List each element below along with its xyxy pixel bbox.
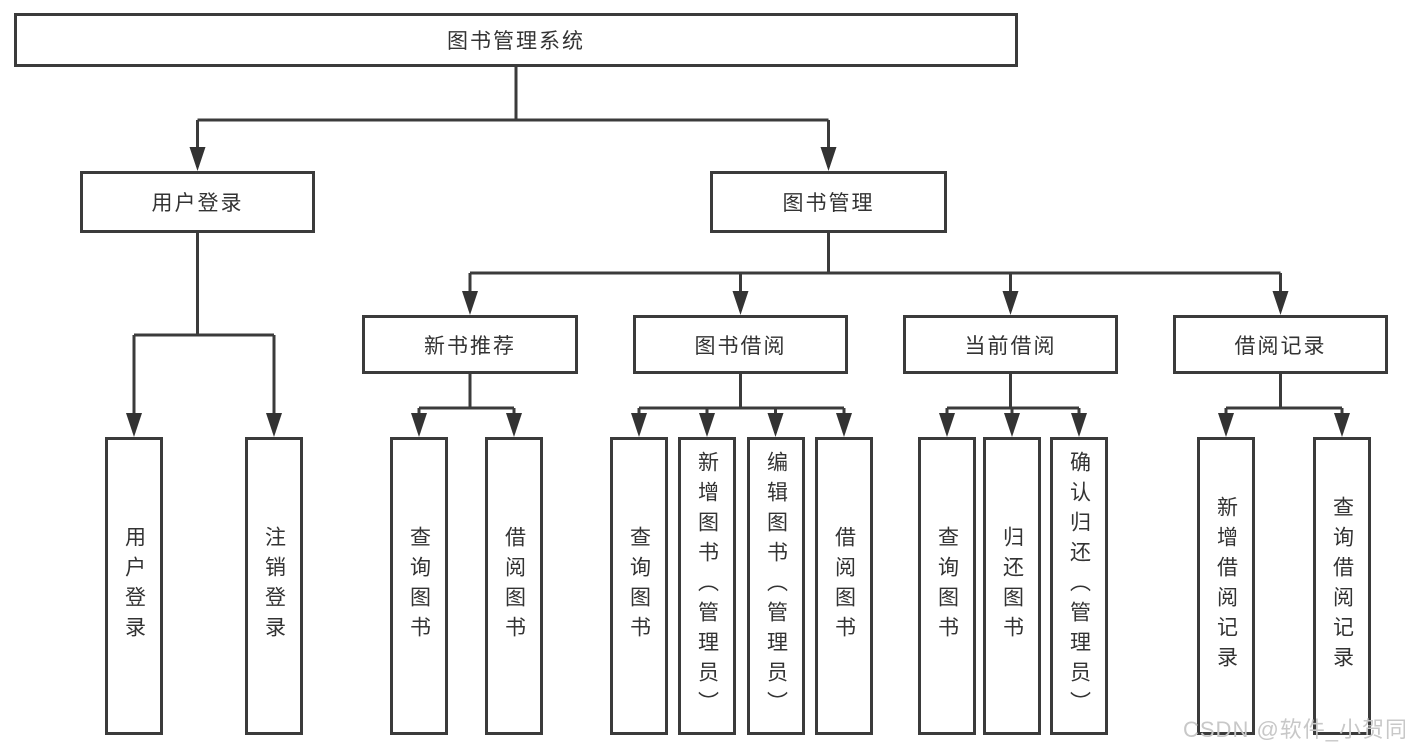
leaf-borrow-books: 借阅图书 — [815, 437, 873, 735]
node-library-management-system: 图书管理系统 — [14, 13, 1018, 67]
leaf-query-borrow-record: 查询借阅记录 — [1313, 437, 1371, 735]
leaf-edit-books-admin: 编辑图书（管理员） — [747, 437, 805, 735]
leaf-label: 查询图书 — [627, 526, 651, 646]
leaf-label: 确认归还（管理员） — [1067, 451, 1091, 721]
leaf-label: 查询图书 — [407, 526, 431, 646]
leaf-label: 用户登录 — [122, 526, 146, 646]
leaf-label: 查询图书 — [935, 526, 959, 646]
node-borrowing-records: 借阅记录 — [1173, 315, 1388, 374]
leaf-return-books: 归还图书 — [983, 437, 1041, 735]
leaf-label: 借阅图书 — [502, 526, 526, 646]
node-new-book-recommendation: 新书推荐 — [362, 315, 578, 374]
leaf-label: 归还图书 — [1000, 526, 1024, 646]
leaf-label: 新增图书（管理员） — [695, 451, 719, 721]
leaf-recommend-borrow-books: 借阅图书 — [485, 437, 543, 735]
node-current-borrowing: 当前借阅 — [903, 315, 1118, 374]
node-user-login: 用户登录 — [80, 171, 315, 233]
leaf-add-borrow-record: 新增借阅记录 — [1197, 437, 1255, 735]
leaf-label: 编辑图书（管理员） — [764, 451, 788, 721]
leaf-add-books-admin: 新增图书（管理员） — [678, 437, 736, 735]
leaf-user-login: 用户登录 — [105, 437, 163, 735]
leaf-logout: 注销登录 — [245, 437, 303, 735]
csdn-watermark: CSDN @软件_小贺同学 — [1183, 717, 1405, 742]
leaf-label: 注销登录 — [262, 526, 286, 646]
leaf-confirm-return-admin: 确认归还（管理员） — [1050, 437, 1108, 735]
leaf-borrow-query-books: 查询图书 — [610, 437, 668, 735]
leaf-label: 查询借阅记录 — [1330, 496, 1354, 676]
leaf-current-query-books: 查询图书 — [918, 437, 976, 735]
leaf-recommend-query-books: 查询图书 — [390, 437, 448, 735]
node-book-management: 图书管理 — [710, 171, 947, 233]
leaf-label: 新增借阅记录 — [1214, 496, 1238, 676]
leaf-label: 借阅图书 — [832, 526, 856, 646]
node-book-borrowing: 图书借阅 — [633, 315, 848, 374]
